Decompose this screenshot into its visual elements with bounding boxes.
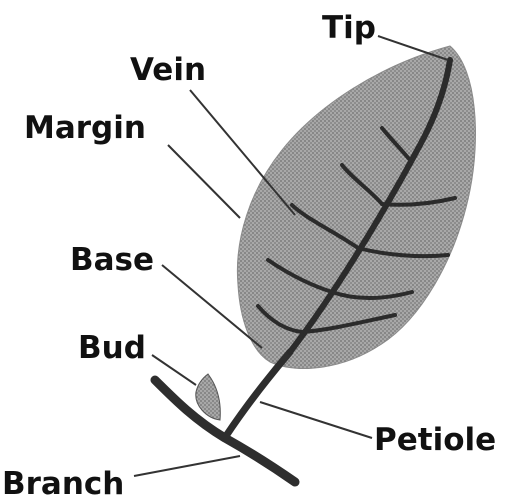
petiole-stem [226, 352, 290, 436]
tip-label: Tip [322, 10, 376, 46]
branch-leader-line [134, 456, 240, 476]
vein-leader-line [190, 90, 295, 215]
vein-label: Vein [130, 52, 206, 88]
margin-leader-line [168, 145, 240, 218]
petiole-label: Petiole [374, 422, 496, 458]
bud-shape [196, 374, 221, 420]
margin-label: Margin [24, 110, 146, 146]
bud-label: Bud [78, 330, 146, 366]
tip-leader-line [378, 36, 448, 60]
branch-stem [155, 380, 295, 482]
base-label: Base [70, 242, 154, 278]
petiole-leader-line [260, 402, 372, 438]
branch-label: Branch [2, 466, 124, 502]
